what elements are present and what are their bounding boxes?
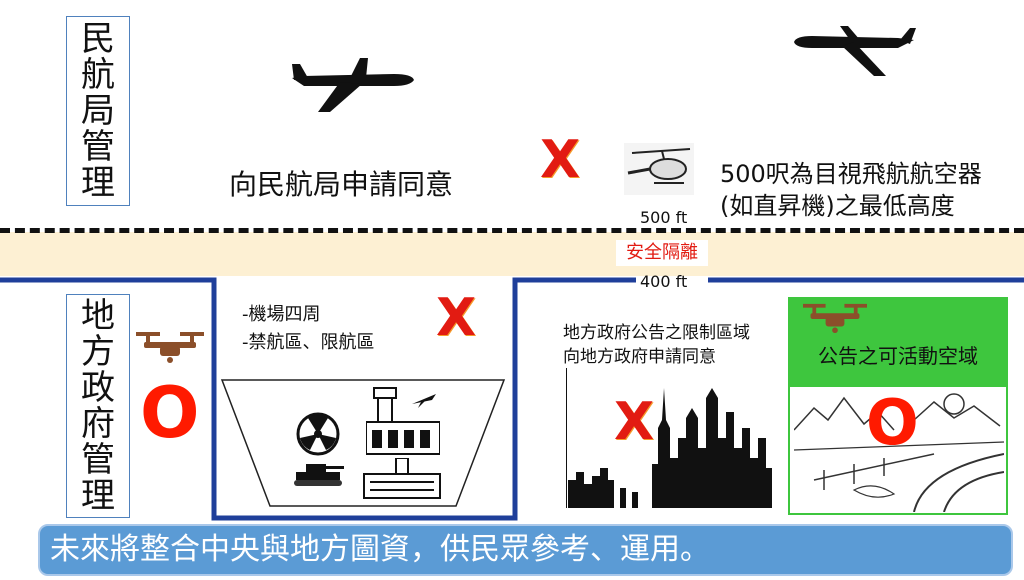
min-altitude-text-1: 500呎為目視飛航航空器 [720, 160, 982, 188]
government-building-icon [363, 458, 441, 499]
local-government-label: 地 方 政 府 管 理 [66, 294, 130, 518]
restricted-zone-mark: X [436, 288, 477, 348]
landscape-icon [794, 393, 1004, 512]
airplane-icon [794, 26, 916, 76]
control-tower-icon [366, 387, 440, 455]
drone-icon [136, 332, 204, 363]
safety-buffer-label: 安全隔離 [616, 240, 708, 266]
altitude-500-line [0, 228, 1024, 233]
announced-restricted-mark: X [614, 392, 655, 452]
helicopter-icon [624, 143, 694, 195]
announced-restricted-line-1: 地方政府公告之限制區域 [563, 323, 750, 343]
apply-civil-aviation-text: 向民航局申請同意 [229, 168, 454, 201]
announced-allowed-mark: O [866, 386, 919, 459]
announced-restricted-line-2: 向地方政府申請同意 [563, 347, 716, 367]
restricted-zone-line-2: -禁航區、限航區 [242, 332, 375, 353]
airplane-icon [292, 58, 414, 112]
altitude-400-boundary [0, 277, 1024, 521]
radiation-icon [296, 412, 340, 456]
safety-buffer-band [0, 232, 1024, 276]
footer-banner: 未來將整合中央與地方圖資，供民眾參考、運用。 [38, 524, 1013, 576]
altitude-400-label: 400 ft [640, 272, 688, 291]
tank-icon [294, 464, 344, 486]
airplane-icon [412, 394, 436, 408]
restricted-zone-line-1: -機場四周 [242, 304, 321, 325]
drone-icon [803, 303, 867, 334]
allowed-mark: O [140, 372, 200, 454]
prohibited-mark: X [540, 130, 581, 190]
announced-allowed-label: 公告之可活動空域 [818, 344, 978, 368]
min-altitude-text-2: (如直昇機)之最低高度 [720, 192, 955, 220]
altitude-500-label: 500 ft [640, 208, 688, 227]
city-skyline-icon [566, 368, 772, 508]
civil-aviation-label: 民 航 局 管 理 [66, 16, 130, 206]
